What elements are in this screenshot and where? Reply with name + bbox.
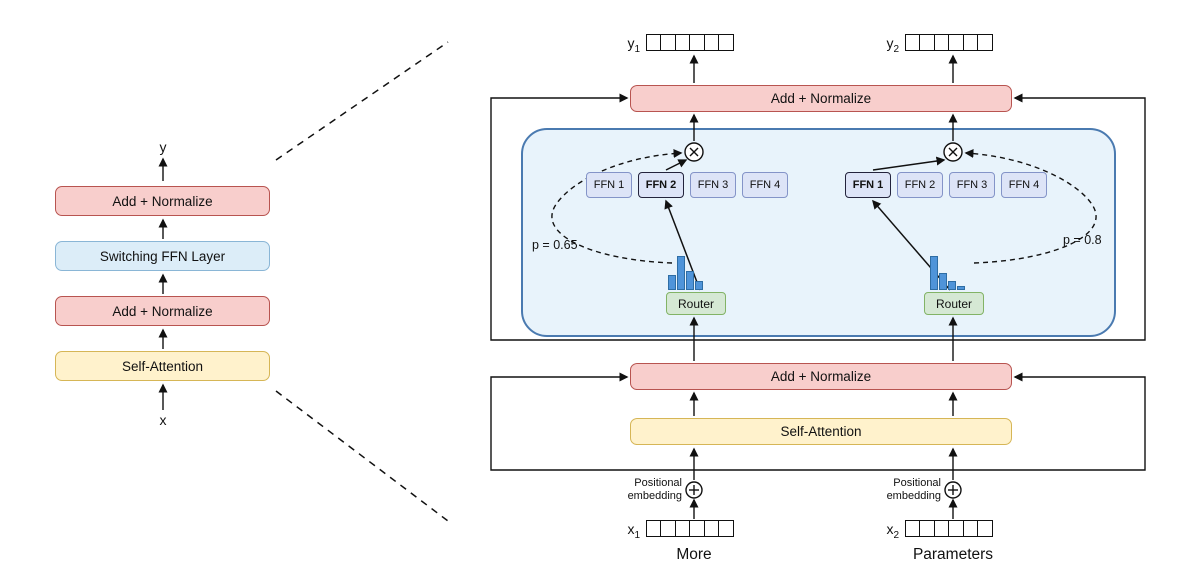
input-token-cells-x1 bbox=[646, 520, 735, 537]
output-label-sub: 1 bbox=[634, 43, 640, 55]
router-histogram-right bbox=[930, 256, 965, 290]
input-label-sub: 1 bbox=[634, 529, 640, 541]
multiply-icon bbox=[943, 142, 963, 162]
ffn-box: FFN 3 bbox=[949, 172, 995, 198]
input-label-base: x bbox=[886, 521, 894, 537]
token-cell bbox=[718, 520, 735, 537]
positional-embedding-label-left: Positional embedding bbox=[627, 477, 682, 502]
output-label-base: y bbox=[627, 35, 635, 51]
left-self-attention: Self-Attention bbox=[55, 351, 270, 381]
token-cell bbox=[718, 34, 735, 51]
probability-dashed-loops bbox=[551, 148, 1097, 264]
histogram-bar bbox=[957, 286, 965, 290]
output-token-cells-y1 bbox=[646, 34, 735, 51]
router-histogram-left bbox=[668, 256, 703, 290]
input-label-sub: 2 bbox=[893, 529, 899, 541]
input-token-label-x2: x2 bbox=[859, 521, 899, 541]
output-label-sub: 2 bbox=[893, 43, 899, 55]
token-cell bbox=[977, 34, 994, 51]
histogram-bar bbox=[686, 271, 694, 290]
output-label-base: y bbox=[886, 35, 894, 51]
token-cell bbox=[977, 520, 994, 537]
ffn-box-selected: FFN 1 bbox=[845, 172, 891, 198]
expansion-dashed-line-lower bbox=[275, 390, 449, 522]
ffn-box: FFN 4 bbox=[742, 172, 788, 198]
left-output-label: y bbox=[159, 139, 167, 155]
probability-label-right: p = 0.8 bbox=[1063, 233, 1102, 247]
router-right: Router bbox=[924, 292, 984, 315]
histogram-bar bbox=[948, 281, 956, 290]
ffn-box: FFN 3 bbox=[690, 172, 736, 198]
output-token-label-y1: y1 bbox=[600, 35, 640, 55]
histogram-bar bbox=[695, 281, 703, 290]
skip-connection-top bbox=[490, 93, 1146, 341]
plus-icon bbox=[685, 481, 703, 499]
ffn-box: FFN 4 bbox=[1001, 172, 1047, 198]
histogram-bar bbox=[677, 256, 685, 290]
histogram-bar bbox=[939, 273, 947, 290]
input-token-label-x1: x1 bbox=[600, 521, 640, 541]
input-word-left: More bbox=[676, 546, 712, 563]
left-switching-ffn-layer: Switching FFN Layer bbox=[55, 241, 270, 271]
top-add-normalize: Add + Normalize bbox=[630, 85, 1012, 112]
positional-embedding-label-right: Positional embedding bbox=[886, 477, 941, 502]
output-token-cells-y2 bbox=[905, 34, 994, 51]
histogram-bar bbox=[930, 256, 938, 290]
left-add-normalize-top: Add + Normalize bbox=[55, 186, 270, 216]
right-diagram-arrows bbox=[689, 54, 958, 519]
middle-add-normalize: Add + Normalize bbox=[630, 363, 1012, 390]
expansion-dashed-lines bbox=[275, 41, 449, 522]
right-self-attention: Self-Attention bbox=[630, 418, 1012, 445]
switching-ffn-layer-container bbox=[521, 128, 1116, 337]
ffn-box-selected: FFN 2 bbox=[638, 172, 684, 198]
output-token-label-y2: y2 bbox=[859, 35, 899, 55]
input-label-base: x bbox=[627, 521, 635, 537]
input-token-cells-x2 bbox=[905, 520, 994, 537]
probability-label-left: p = 0.65 bbox=[532, 238, 578, 252]
router-left: Router bbox=[666, 292, 726, 315]
skip-connection-middle bbox=[490, 372, 1146, 471]
ffn-box: FFN 2 bbox=[897, 172, 943, 198]
ffn-box: FFN 1 bbox=[586, 172, 632, 198]
expansion-dashed-line-upper bbox=[275, 41, 449, 161]
input-word-right: Parameters bbox=[912, 546, 994, 563]
plus-icon bbox=[944, 481, 962, 499]
histogram-bar bbox=[668, 275, 676, 290]
left-input-label: x bbox=[159, 412, 167, 428]
multiply-icon bbox=[684, 142, 704, 162]
left-add-normalize-bottom: Add + Normalize bbox=[55, 296, 270, 326]
